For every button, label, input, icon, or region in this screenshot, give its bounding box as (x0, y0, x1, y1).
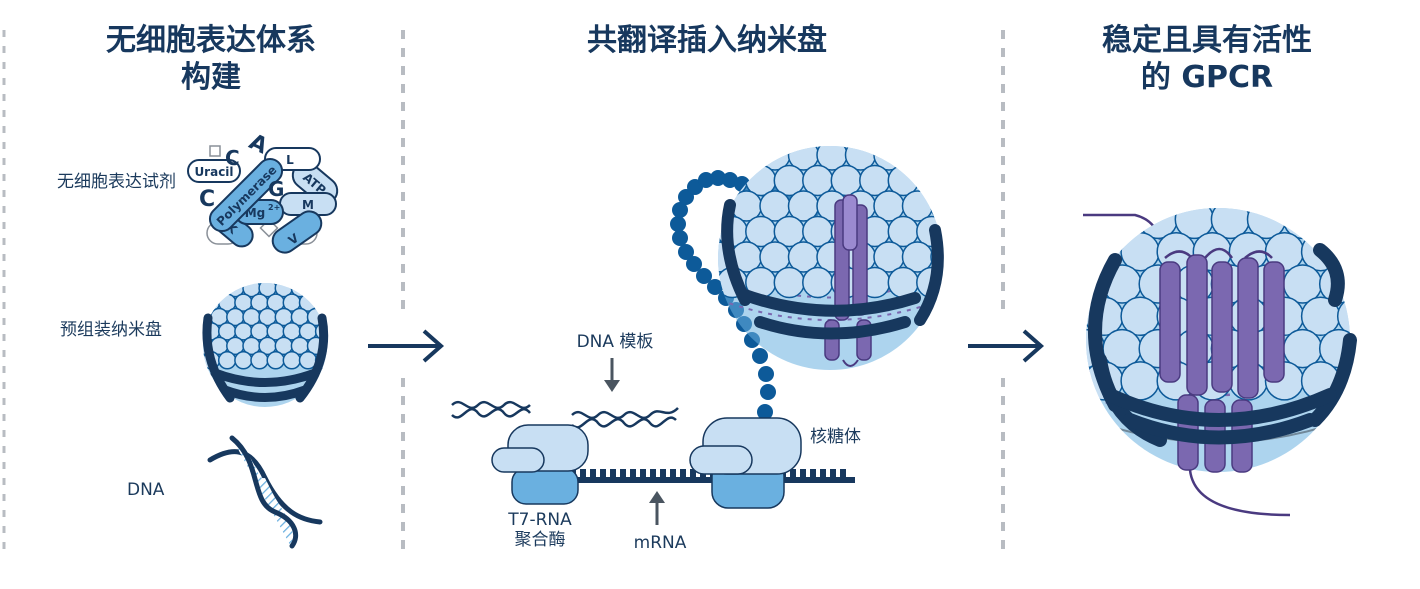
g-letter: G (268, 177, 284, 201)
lipid-head (209, 283, 229, 298)
lipid-head (802, 266, 834, 299)
mrna-label: mRNA (634, 533, 687, 553)
svg-text:L: L (286, 153, 294, 167)
mrna-base (650, 469, 656, 477)
mrna-base (830, 469, 836, 477)
svg-text:Uracil: Uracil (194, 165, 233, 179)
amino-acid-bead (696, 268, 712, 284)
lipid-head (322, 283, 327, 298)
mrna-arrow (649, 491, 665, 525)
ribosome (689, 417, 802, 509)
v-tag: V (271, 210, 323, 254)
mrna-base (620, 469, 626, 477)
svg-text:2+: 2+ (268, 203, 280, 212)
panel-1-title-line-2: 构建 (181, 60, 241, 95)
lipid-head (1086, 208, 1106, 240)
lipid-head (314, 293, 327, 312)
amino-acid-bead (672, 230, 688, 246)
amino-acid-bead (758, 366, 774, 382)
lipid-head (1318, 208, 1350, 240)
lipid-head (901, 146, 934, 171)
c-letter-2: C (225, 146, 240, 170)
lipid-head (234, 351, 253, 370)
dna-template (451, 400, 679, 429)
lipid-head (250, 351, 269, 370)
lipid-head (306, 283, 326, 298)
amino-acid-bead (686, 256, 702, 272)
svg-text:M: M (302, 198, 314, 212)
mrna-base (810, 469, 816, 477)
mrna-base (600, 469, 606, 477)
amino-acid-bead (710, 170, 726, 186)
arrow-2 (968, 329, 1045, 363)
nanodisc-small (202, 283, 329, 407)
nanodisc-mid (718, 146, 944, 370)
t7-polymerase (491, 424, 589, 505)
panel-2-title: 共翻译插入纳米盘 (587, 23, 827, 58)
lipid-head (930, 146, 942, 171)
lipid-head (203, 283, 213, 298)
amino-acid-bead (678, 244, 694, 260)
amino-acid-bead (670, 216, 686, 232)
mrna-base (630, 469, 636, 477)
lipid-head (282, 351, 302, 370)
dna-helix (207, 435, 323, 549)
lipid-head (718, 146, 734, 171)
lipid-head (930, 190, 942, 222)
lipid-head (730, 146, 763, 171)
amino-acid-bead (698, 172, 714, 188)
lipid-head (1120, 361, 1160, 401)
lipid-head (773, 266, 806, 299)
mrna-base (590, 469, 596, 477)
uracil-tag: Uracil (187, 159, 241, 183)
amino-acid-bead (760, 384, 776, 400)
mrna-base (820, 469, 826, 477)
lipid-head (1336, 231, 1350, 272)
mrna-base (670, 469, 676, 477)
dna-label: DNA (127, 480, 165, 500)
amino-acid-bead (752, 348, 768, 364)
dna-template-label: DNA 模板 (577, 332, 654, 352)
ribosome-label: 核糖体 (810, 427, 861, 447)
nanodisc-label: 预组装纳米盘 (60, 320, 162, 340)
lipid-head (266, 351, 285, 370)
lipid-head (217, 351, 237, 370)
mrna-base (580, 469, 586, 477)
reagents-label: 无细胞表达试剂 (57, 172, 176, 192)
arrow-1 (368, 329, 445, 363)
panel-3-title-line-2: 的 GPCR (1141, 60, 1273, 95)
panel-1-title-line-1: 无细胞表达体系 (106, 23, 316, 58)
mrna-base (690, 469, 696, 477)
dna-template-arrow (604, 358, 620, 392)
mrna-base (610, 469, 616, 477)
amino-acid-bead (757, 404, 773, 420)
mrna-base (680, 469, 686, 477)
mrna-base (640, 469, 646, 477)
polymerase-label-line-1: T7-RNA (507, 510, 572, 530)
lipid-head (916, 164, 942, 197)
mrna-base (800, 469, 806, 477)
amino-acid-bead (672, 202, 688, 218)
c-letter-1: C (199, 187, 215, 212)
amino-acid-bead (707, 279, 723, 295)
panel-3-title-line-1: 稳定且具有活性 (1102, 23, 1312, 58)
mrna-base (840, 469, 846, 477)
mrna-base (790, 469, 796, 477)
mrna-base (660, 469, 666, 477)
lipid-head (1102, 208, 1142, 240)
nanodisc-large (1083, 208, 1357, 517)
reagent-cluster: Uracil ATP L M V K Mg 2+ Polymera (187, 130, 339, 254)
polymerase-label-line-2: 聚合酶 (515, 530, 566, 550)
